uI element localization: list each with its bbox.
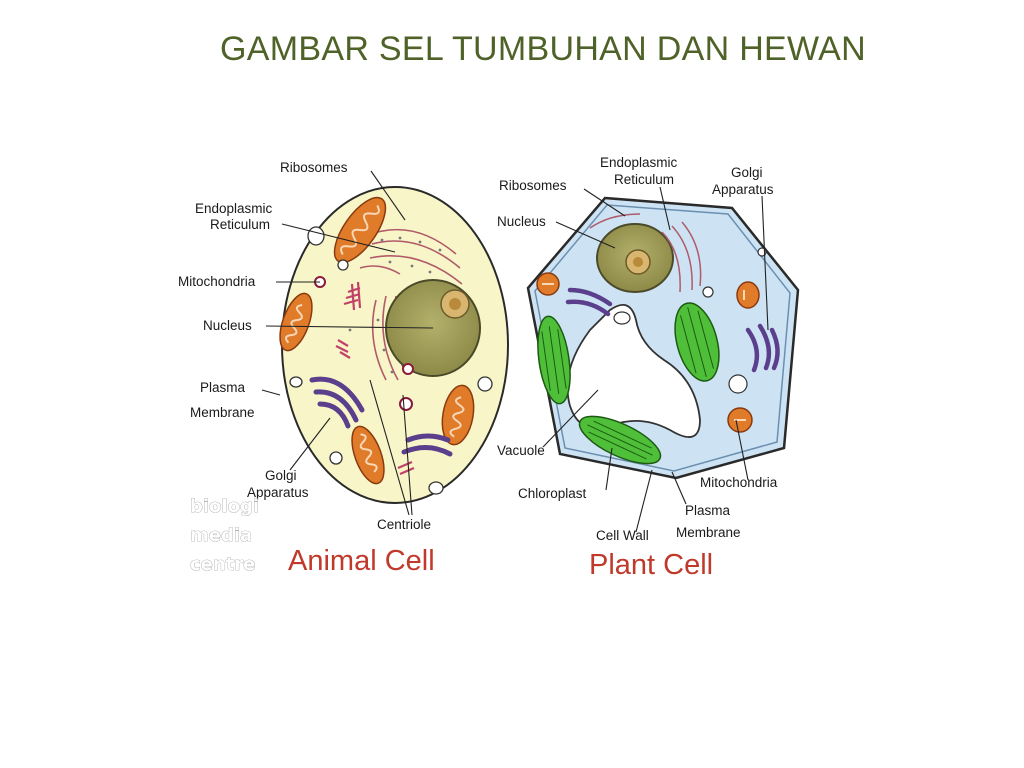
animal-label-mitochondria: Mitochondria [178,274,256,289]
watermark: biologi media centre [190,496,260,576]
animal-centrioles [335,281,415,476]
plant-chloroplasts [537,302,720,465]
plant-label-mitochondria: Mitochondria [700,475,778,490]
svg-text:media: media [190,525,252,546]
plant-cell-caption: Plant Cell [589,549,713,581]
plant-label-golgi-2: Apparatus [712,182,774,197]
plant-label-plasma-1: Plasma [685,503,731,518]
svg-text:centre: centre [190,554,255,575]
plant-vesicles [613,247,767,394]
plant-label-er-2: Reticulum [614,172,674,187]
animal-label-er-1: Endoplasmic [195,201,273,216]
plant-plasma-membrane [534,204,791,472]
animal-label-plasma-2: Membrane [190,405,255,420]
plant-golgi [565,287,780,373]
plant-label-vacuole: Vacuole [497,443,545,458]
animal-label-centriole: Centriole [377,517,431,532]
animal-vesicles [289,226,493,495]
animal-label-nucleus: Nucleus [203,318,252,333]
animal-golgi [309,376,453,457]
animal-label-ribosomes: Ribosomes [280,160,348,175]
plant-label-nucleus: Nucleus [497,214,546,229]
plant-label-chloroplast: Chloroplast [518,486,587,501]
plant-endoplasmic-reticulum [589,213,702,293]
animal-mitochondria [279,196,475,485]
animal-cell-caption: Animal Cell [288,545,435,577]
svg-text:biologi: biologi [190,496,259,517]
animal-cell: Ribosomes Endoplasmic Reticulum Mitochon… [178,160,509,577]
plant-label-ribosomes: Ribosomes [499,178,567,193]
animal-label-plasma-1: Plasma [200,380,246,395]
plant-label-plasma-2: Membrane [676,525,741,540]
plant-vacuole [566,303,701,438]
animal-leader-lines [261,170,434,516]
plant-label-cell-wall: Cell Wall [596,528,649,543]
animal-label-golgi-2: Apparatus [247,485,309,500]
plant-cell: Endoplasmic Reticulum Golgi Apparatus Ri… [497,155,800,581]
plant-label-golgi-1: Golgi [731,165,763,180]
plant-leader-lines [542,186,769,533]
plant-label-er-1: Endoplasmic [600,155,678,170]
slide-title: GAMBAR SEL TUMBUHAN DAN HEWAN [220,30,866,68]
animal-label-golgi-1: Golgi [265,468,297,483]
animal-label-er-2: Reticulum [210,217,270,232]
